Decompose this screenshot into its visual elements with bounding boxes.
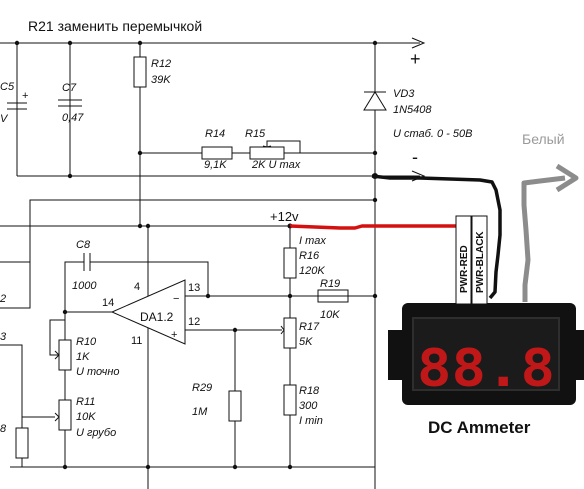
dc-ammeter-module: [388, 303, 584, 405]
potentiometer-r11: [54, 399, 72, 470]
resistor-r16: [283, 226, 297, 318]
r10-value: 1K: [76, 351, 90, 363]
pwr-black-terminal: [471, 215, 488, 305]
white-wire-label: Белый: [522, 131, 565, 147]
r16-label: R16: [299, 250, 320, 262]
r11-note: U грубо: [76, 427, 116, 439]
r17-value: 5K: [299, 336, 313, 348]
c7-value: 0,47: [62, 112, 84, 124]
r18-value: 300: [299, 400, 318, 412]
r15-label: R15: [245, 128, 266, 140]
left-edge-wires: [0, 261, 55, 467]
resistor-r29: [228, 390, 242, 467]
opamp-plus-mark: +: [171, 329, 177, 341]
edge-3-label: 3: [0, 331, 7, 343]
potentiometer-r15: [249, 140, 378, 160]
edge-2-label: 2: [0, 293, 6, 305]
i-max-label: I max: [299, 235, 326, 247]
potentiometer-r17: [280, 317, 297, 385]
pwr-red-terminal: [455, 215, 472, 305]
resistor-r18: [283, 384, 297, 467]
opamp-label: DA1.2: [140, 310, 174, 324]
c8-value: 1000: [72, 280, 97, 292]
r29-value: 1M: [192, 406, 208, 418]
ammeter-title: DC Ammeter: [428, 418, 531, 437]
vd3-label: VD3: [393, 88, 415, 100]
r14-label: R14: [205, 128, 225, 140]
opamp-minus-mark: −: [173, 293, 179, 305]
r12-value: 39K: [151, 74, 171, 86]
r10-label: R10: [76, 336, 97, 348]
pin-13-label: 13: [188, 282, 200, 294]
black-ground-wire: [371, 174, 502, 300]
pwr-red-label: PWR-RED: [459, 245, 470, 293]
resistor-r19: [317, 289, 349, 303]
r11-label: R11: [76, 396, 95, 408]
pin-11-label: 11: [131, 335, 142, 347]
potentiometer-r10: [49, 312, 72, 400]
r10-note: U точно: [76, 366, 120, 378]
header-note: R21 заменить перемычкой: [28, 18, 202, 34]
r14-value: 9,1K: [204, 159, 227, 171]
r29-label: R29: [192, 382, 212, 394]
r19-value: 10K: [320, 309, 340, 321]
white-signal-wire: [521, 175, 566, 302]
negative-rail: [17, 170, 426, 182]
pin-14-label: 14: [102, 297, 114, 309]
rail-minus-label: -: [412, 147, 418, 167]
pin-12-label: 12: [188, 316, 200, 328]
c8-label: C8: [76, 239, 91, 251]
rail-plus-label: +: [410, 49, 421, 69]
supply-12v-line: [0, 223, 293, 229]
capacitor-c8: [64, 253, 209, 312]
u-stab-label: U стаб. 0 - 50В: [393, 128, 472, 140]
i-min-label: I min: [299, 415, 323, 427]
r11-value: 10K: [76, 411, 96, 423]
capacitor-c7: [58, 43, 82, 176]
c5-label: C5: [0, 81, 15, 93]
pwr-black-label: PWR-BLACK: [475, 231, 486, 293]
r18-label: R18: [299, 385, 320, 397]
opamp-da1-2: [62, 226, 378, 489]
c5-plus-mark: +: [22, 90, 28, 102]
r19-label: R19: [320, 278, 340, 290]
diode-vd3: [363, 43, 387, 489]
resistor-r14: [140, 146, 250, 160]
resistor-r12: [133, 43, 147, 226]
c5-value: V: [0, 113, 9, 125]
r15-value: 2K U max: [251, 159, 301, 171]
r17-label: R17: [299, 321, 320, 333]
capacitor-c5: [7, 43, 27, 176]
edge-8-label: 8: [0, 423, 7, 435]
r16-value: 120K: [299, 265, 325, 277]
feedback-wire: [0, 197, 378, 309]
c7-label: C7: [62, 82, 77, 94]
vd3-value: 1N5408: [393, 104, 432, 116]
white-wire-arrow: [555, 163, 579, 193]
ammeter-display: 88.8: [417, 339, 555, 399]
positive-rail: [0, 37, 426, 49]
r12-label: R12: [151, 58, 171, 70]
pin-4-label: 4: [134, 281, 140, 293]
supply-12v-label: +12v: [270, 209, 299, 224]
ground-rail: [10, 464, 375, 470]
